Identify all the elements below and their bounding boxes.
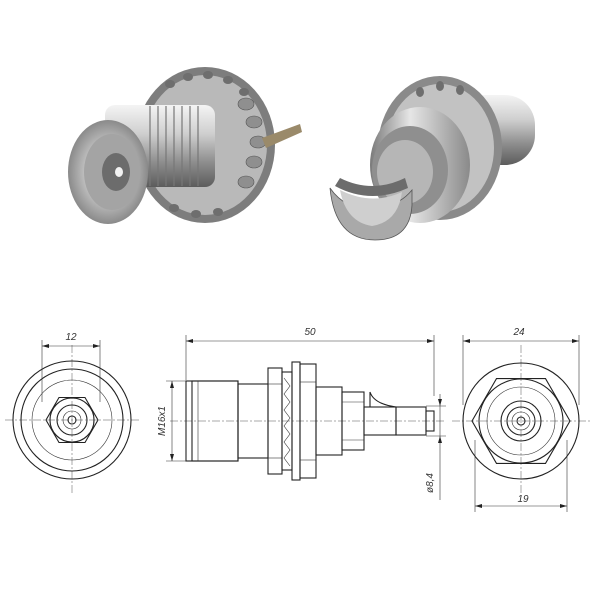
connector-photo-front — [68, 67, 302, 224]
side-view: 50 — [157, 327, 446, 500]
connector-photos — [68, 67, 535, 241]
dim-thread: M16x1 — [157, 406, 168, 436]
dim-flange-outer: 24 — [512, 327, 525, 338]
dim-front-width: 12 — [65, 332, 77, 343]
front-view: 12 — [5, 332, 140, 495]
dim-overall-length: 50 — [304, 327, 316, 338]
connector-photo-rear — [329, 76, 535, 241]
rear-view: 24 19 — [452, 327, 590, 512]
dim-pin-diameter: ø8,4 — [425, 473, 436, 493]
dim-flange-inner: 19 — [517, 494, 529, 505]
